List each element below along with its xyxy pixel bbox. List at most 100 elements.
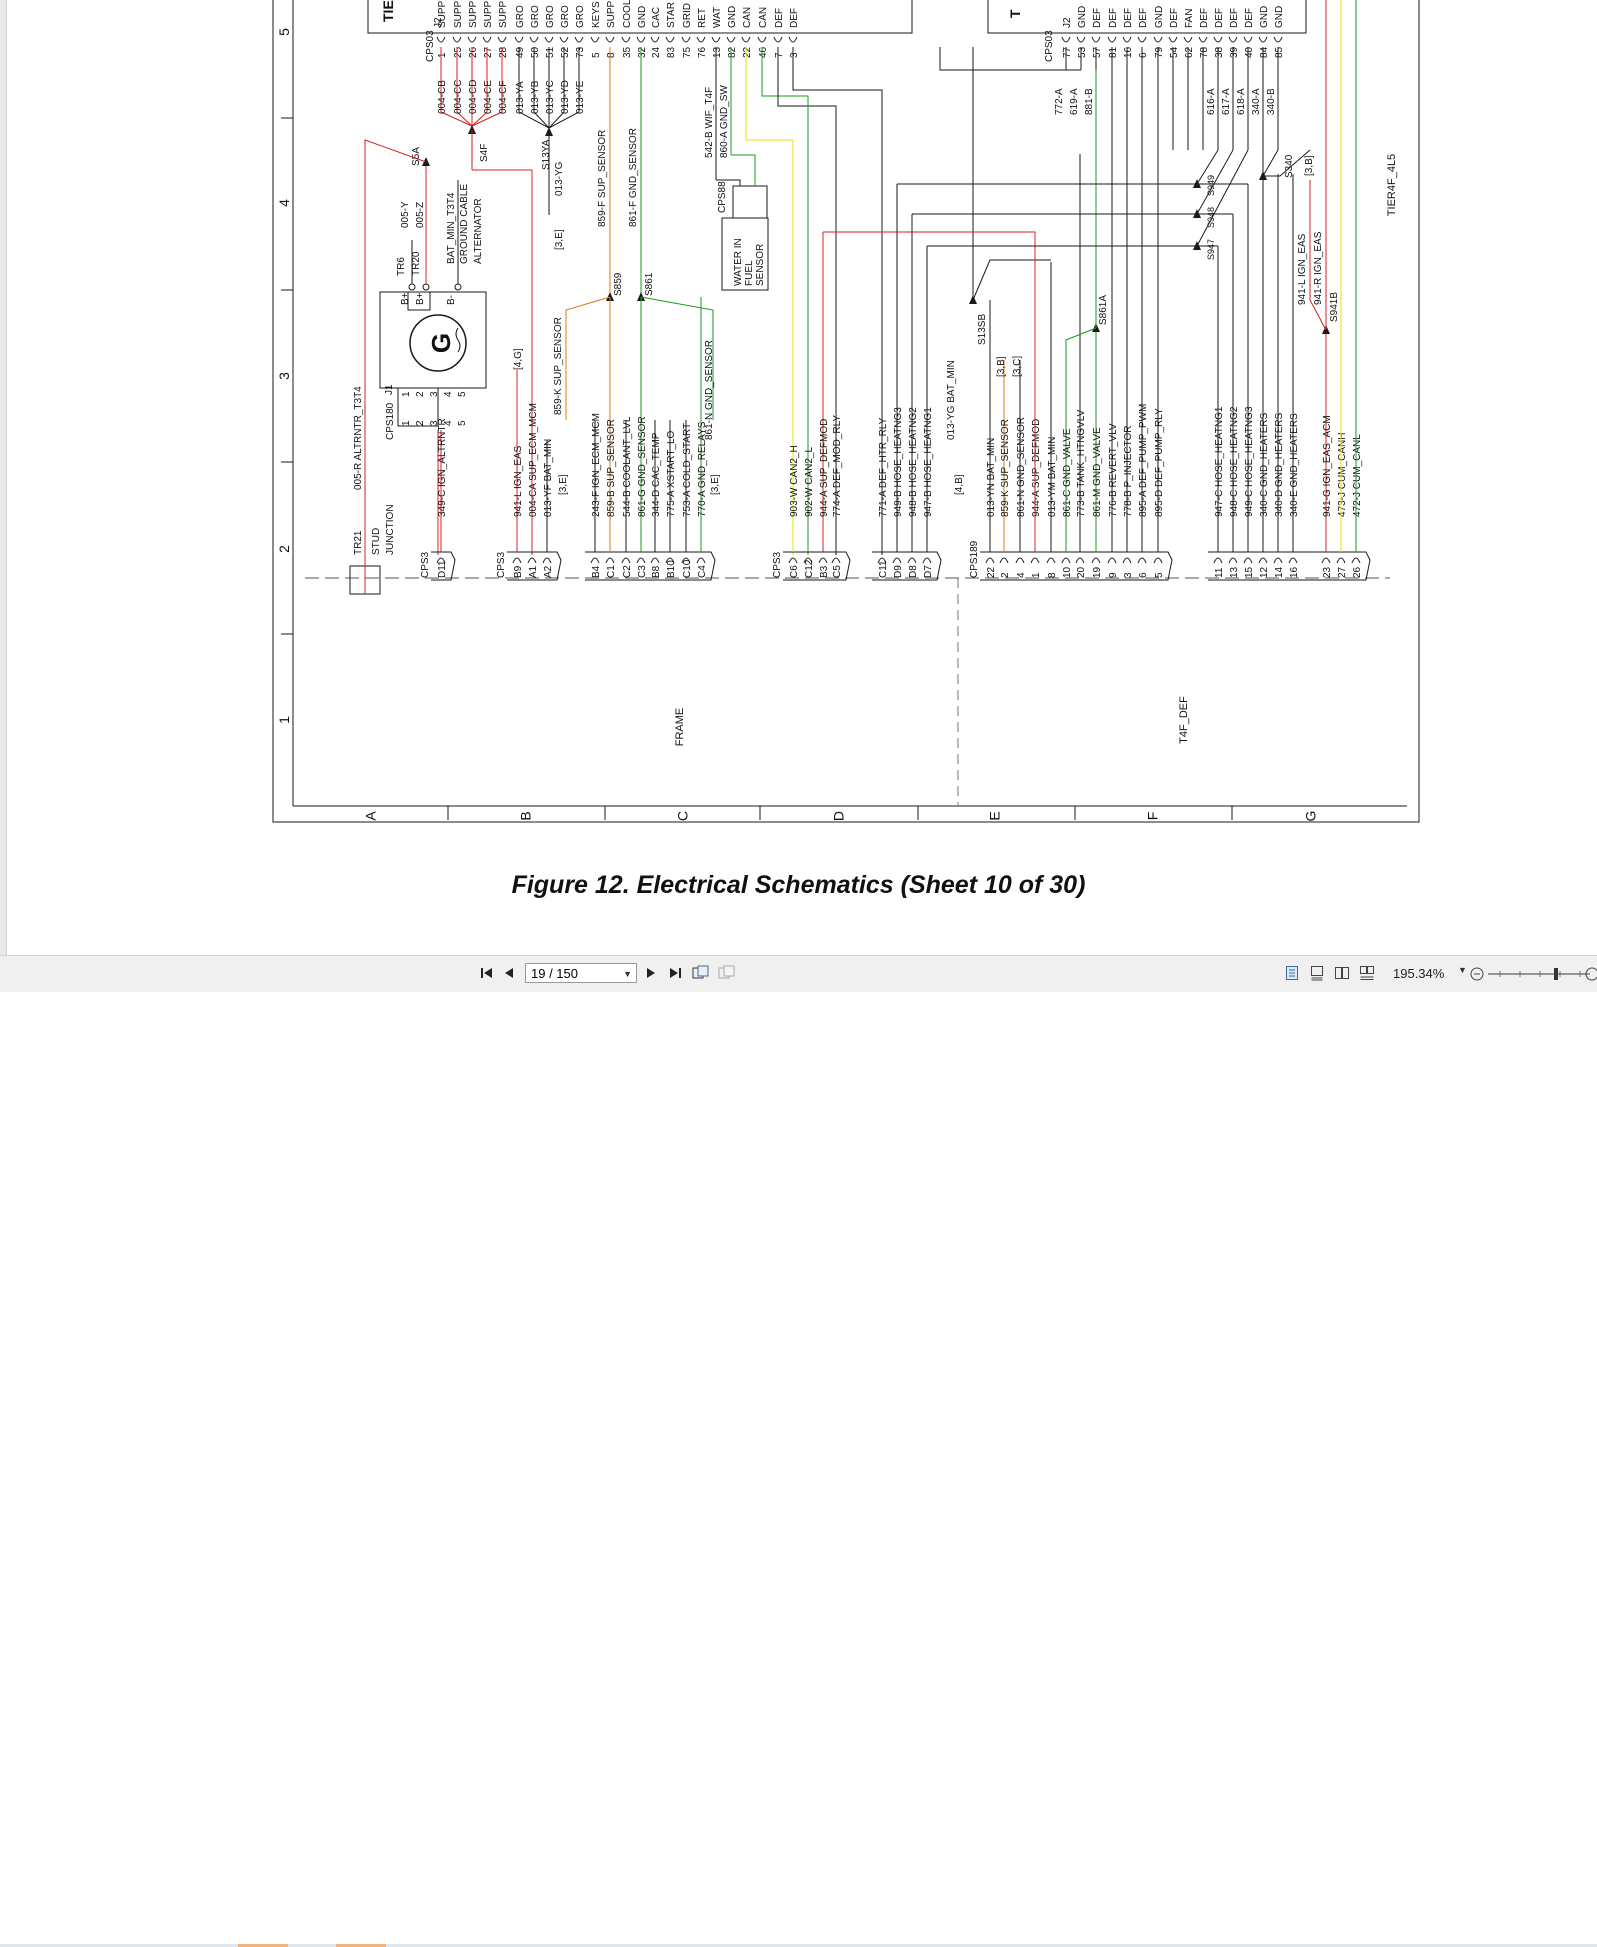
- wire-label: 243-F IGN_ECM_MCM: [591, 413, 602, 517]
- zoom-in-icon[interactable]: [1585, 967, 1597, 981]
- continuous-facing-view-button[interactable]: [1358, 964, 1376, 982]
- pin-socket: [788, 36, 798, 43]
- wire-label: 859-K SUP_SENSOR: [1000, 419, 1011, 517]
- figure-caption: Figure 12. Electrical Schematics (Sheet …: [511, 871, 1086, 899]
- continuous-facing-icon: [1360, 966, 1374, 980]
- previous-page-button[interactable]: [500, 964, 518, 982]
- row-label: 4: [276, 199, 292, 207]
- wire-green: [640, 296, 714, 420]
- pin-number: 6: [1138, 572, 1149, 578]
- pin-socket: [1183, 36, 1193, 43]
- ac-icon: [455, 327, 461, 353]
- zoom-dropdown-icon[interactable]: ▼: [1458, 965, 1467, 975]
- sensor-label: SENSOR: [755, 244, 766, 286]
- pin-name: CAN: [742, 7, 753, 28]
- pin-socket: [1091, 36, 1101, 43]
- wire-label: 753-A COLD_START: [682, 423, 693, 517]
- next-view-button[interactable]: [718, 964, 736, 982]
- pin-socket: [650, 557, 660, 564]
- page-dropdown-icon[interactable]: ▼: [623, 969, 632, 979]
- wire-label: 861-N GND_SENSOR: [704, 340, 715, 440]
- last-page-button[interactable]: [666, 964, 684, 982]
- pin-number: 13: [1229, 566, 1240, 578]
- pin-number: 5: [457, 420, 468, 426]
- single-page-icon: [1286, 966, 1298, 980]
- zoom-out-icon[interactable]: [1470, 967, 1484, 981]
- pin-socket: [696, 36, 706, 43]
- zoom-thumb[interactable]: [1554, 968, 1558, 980]
- cross-ref: [4,G]: [513, 348, 524, 370]
- pin-number: B4: [591, 565, 602, 578]
- pin-socket: [1273, 557, 1283, 564]
- pin-number: 26: [468, 46, 479, 58]
- zone-label: FRAME: [674, 708, 686, 747]
- continuous-view-button[interactable]: [1308, 964, 1326, 982]
- pin-number: 82: [727, 46, 738, 58]
- splice-s13ya: [545, 127, 553, 136]
- wire-orange: [565, 296, 611, 420]
- wire-label: TR21: [353, 530, 364, 555]
- wire-label: 859-F SUP_SENSOR: [597, 130, 608, 227]
- pin-number: D7: [923, 565, 934, 578]
- facing-pages-icon: [1335, 967, 1349, 979]
- sensor-label: FUEL: [744, 260, 755, 286]
- pin-number: 24: [651, 46, 662, 58]
- pin-socket: [1030, 557, 1040, 564]
- row-label: 2: [276, 545, 292, 553]
- wire-label: 941-L IGN_EAS: [1297, 233, 1308, 305]
- wire-label: 005-Y: [400, 201, 411, 228]
- pin-number: 10: [1062, 566, 1073, 578]
- page-number-input[interactable]: 19 / 150 ▼: [525, 963, 637, 983]
- previous-view-button[interactable]: [692, 964, 710, 982]
- wire-green: [731, 154, 756, 186]
- pin-socket: [436, 557, 446, 564]
- wire: [548, 47, 580, 129]
- pin-socket: [1122, 557, 1132, 564]
- wire-label: 895-D DEF_PUMP_RLY: [1154, 408, 1165, 517]
- pin-socket: [1213, 36, 1223, 43]
- wire-label: 472-J CUM_CANL: [1352, 434, 1363, 517]
- pin-socket: [726, 36, 736, 43]
- splice-label: S13YA: [541, 139, 552, 170]
- sensor-label: WATER IN: [733, 238, 744, 286]
- pin-number: 1: [1031, 572, 1042, 578]
- pin-name: SUPP: [453, 0, 464, 28]
- pin-number: 27: [483, 46, 494, 58]
- wire-label: 773-B TANK_HTNGVLV: [1076, 409, 1087, 517]
- pin-socket: [1015, 557, 1025, 564]
- wire-label: BAT_MIN_T3T4: [446, 192, 457, 264]
- left-scroll-gutter[interactable]: [0, 0, 7, 955]
- pin-socket: [773, 36, 783, 43]
- facing-view-button[interactable]: [1333, 964, 1351, 982]
- wire-label: 947-C HOSE_HEATNG1: [1214, 406, 1225, 517]
- pin-socket: [1153, 36, 1163, 43]
- pin-name: SUPP: [498, 0, 509, 28]
- connector-id: CPS3: [772, 551, 783, 578]
- splice-label: S5A: [411, 147, 422, 166]
- cps88-connector: [732, 185, 768, 219]
- zoom-level[interactable]: 195.34%: [1393, 966, 1445, 981]
- water-in-fuel-sensor: [721, 217, 769, 291]
- wire-label: 902-W CAN2_L: [804, 447, 815, 517]
- zoom-slider[interactable]: [1470, 964, 1597, 984]
- pin-socket: [999, 557, 1009, 564]
- pin-number: 3: [789, 52, 800, 58]
- pin-socket: [621, 36, 631, 43]
- pin-number: 12: [1259, 566, 1270, 578]
- pin-number: 2: [415, 420, 426, 426]
- first-page-button[interactable]: [478, 964, 496, 982]
- splice-label: S13SB: [977, 314, 988, 345]
- pin-number: D9: [893, 565, 904, 578]
- next-page-button[interactable]: [642, 964, 660, 982]
- pin-socket: [922, 557, 932, 564]
- single-page-view-button[interactable]: [1283, 964, 1301, 982]
- wire-label: 944-A SUP_DEFMOD: [819, 419, 830, 517]
- pin-number: C3: [637, 565, 648, 578]
- pin-name: GRID: [682, 3, 693, 28]
- pin-number: C12: [804, 559, 815, 578]
- pin-socket: [590, 36, 600, 43]
- wire-label: 013-YG: [554, 161, 565, 196]
- splice-label: S4F: [479, 144, 490, 162]
- wire-red: [364, 139, 427, 555]
- first-page-icon: [481, 968, 492, 978]
